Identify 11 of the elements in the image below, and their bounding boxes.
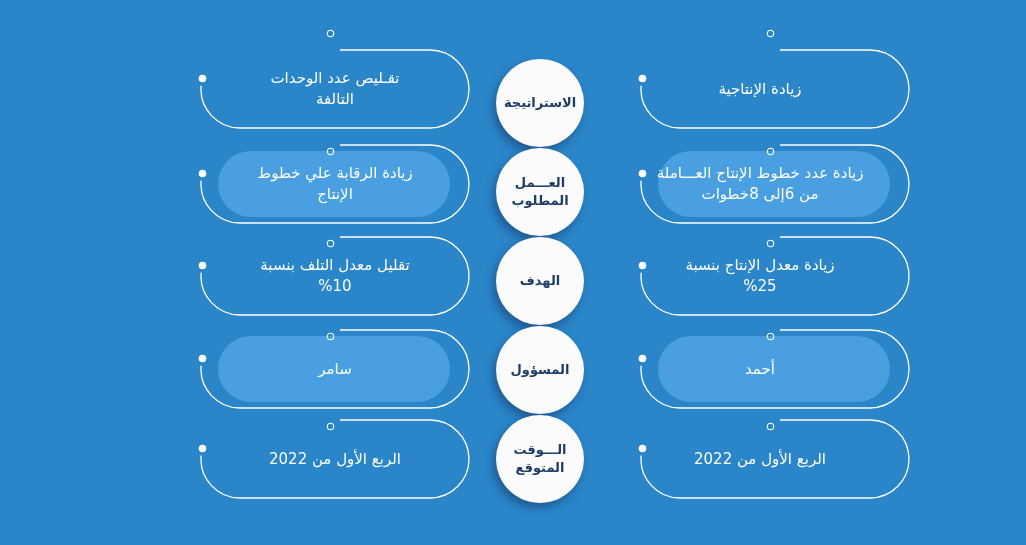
label-circle: الـــوقت المتوقع [496, 415, 584, 503]
label-circle: المسؤول [496, 326, 584, 414]
step-box: الربع الأول من 2022 [177, 418, 471, 500]
step-box: زيادة معدل الإنتاج بنسبة 25% [617, 235, 911, 317]
label-circle: الهدف [496, 237, 584, 325]
step-box: الربع الأول من 2022 [617, 418, 911, 500]
label-circle: العـــمل المطلوب [496, 148, 584, 236]
step-box: زيادة الإنتاجية [617, 48, 911, 130]
step-box: تقـليص عدد الوحدات التالفة [177, 48, 471, 130]
label-circle: الاستراتيجة [496, 59, 584, 147]
step-box: تقليل معدل التلف بنسبة 10% [177, 235, 471, 317]
